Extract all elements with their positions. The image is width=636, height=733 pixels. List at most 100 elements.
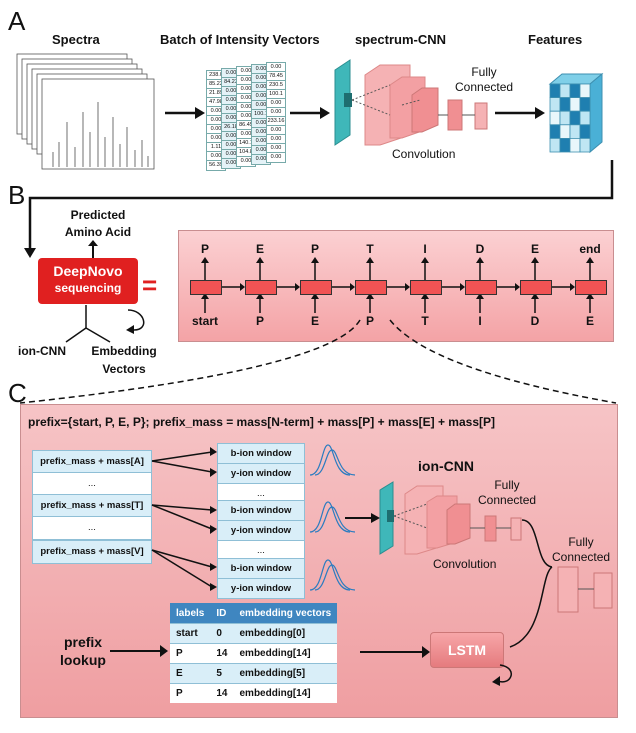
table-cell: embedding[5] bbox=[233, 663, 338, 684]
table-cell: embedding[0] bbox=[233, 623, 338, 644]
input-token: I bbox=[478, 314, 482, 328]
recurrent-arrowhead bbox=[460, 283, 465, 291]
output-arrowhead bbox=[476, 257, 484, 263]
lstm-cell bbox=[410, 280, 442, 295]
lstm-cell bbox=[355, 280, 387, 295]
deepnovo-inputs-graphic bbox=[65, 305, 145, 343]
ion-cnn-label-b: ion-CNN bbox=[18, 344, 66, 358]
table-cell: E bbox=[170, 663, 211, 684]
arrow-icon bbox=[345, 513, 380, 523]
prefix-row: ... bbox=[32, 472, 152, 496]
input-token: T bbox=[421, 314, 429, 328]
input-arrowhead bbox=[201, 293, 209, 299]
panel-a-letter: A bbox=[8, 6, 26, 36]
prefix-row: ... bbox=[32, 516, 152, 540]
lstm-cell bbox=[575, 280, 607, 295]
recurrent-arrowhead bbox=[240, 283, 245, 291]
spectrum-cnn-graphic bbox=[334, 59, 488, 146]
vectors-label: Vectors bbox=[102, 362, 146, 376]
fully-connected-label-c: Fully Connected bbox=[478, 478, 537, 507]
output-token: E bbox=[530, 242, 539, 256]
deepnovo-subtitle: sequencing bbox=[54, 281, 122, 295]
output-token: D bbox=[475, 242, 485, 256]
arrow-icon bbox=[110, 645, 168, 657]
matrix-cell: 0.00 bbox=[266, 152, 286, 163]
table-cell: 5 bbox=[210, 663, 234, 684]
batch-label: Batch of Intensity Vectors bbox=[160, 32, 320, 47]
input-arrowhead bbox=[421, 293, 429, 299]
arrow-icon bbox=[290, 107, 330, 119]
input-token: P bbox=[365, 314, 374, 328]
panel-c-letter: C bbox=[8, 378, 27, 408]
lstm-box: LSTM bbox=[430, 632, 504, 668]
output-arrowhead bbox=[531, 257, 539, 263]
spectrum-cnn-label: spectrum-CNN bbox=[355, 32, 447, 47]
output-token: T bbox=[366, 242, 374, 256]
panel-b-letter: B bbox=[8, 180, 26, 210]
table-cell: embedding[14] bbox=[233, 683, 338, 703]
zoom-connector bbox=[19, 319, 617, 404]
output-arrowhead bbox=[201, 257, 209, 263]
input-token: start bbox=[191, 314, 218, 328]
prefix-row: prefix_mass + mass[V] bbox=[32, 540, 152, 564]
ion-cnn-title-c: ion-CNN bbox=[418, 458, 474, 474]
table-row: E 5 embedding[5] bbox=[170, 663, 338, 684]
prefix-row: prefix_mass + mass[T] bbox=[32, 494, 152, 518]
output-token: P bbox=[310, 242, 319, 256]
features-label: Features bbox=[528, 32, 583, 47]
output-arrowhead bbox=[421, 257, 429, 263]
deepnovo-title: DeepNovo bbox=[53, 263, 123, 279]
input-arrowhead bbox=[531, 293, 539, 299]
output-arrowhead bbox=[366, 257, 374, 263]
embedding-label: Embedding bbox=[91, 344, 157, 358]
output-arrowhead bbox=[586, 257, 594, 263]
predicted-label: Predicted bbox=[70, 208, 126, 222]
input-token: E bbox=[310, 314, 319, 328]
lstm-cell bbox=[520, 280, 552, 295]
prefix-formula: prefix={start, P, E, P}; prefix_mass = m… bbox=[28, 415, 495, 429]
recurrent-arrowhead bbox=[570, 283, 575, 291]
window-arrows-graphic bbox=[151, 444, 356, 591]
deepnovo-box: DeepNovo sequencing bbox=[38, 258, 138, 304]
table-cell: P bbox=[170, 683, 211, 703]
lstm-cell bbox=[300, 280, 332, 295]
input-arrowhead bbox=[366, 293, 374, 299]
up-arrow-icon bbox=[88, 240, 98, 258]
output-token: P bbox=[200, 242, 209, 256]
input-arrowhead bbox=[476, 293, 484, 299]
ion-cnn-graphic bbox=[379, 481, 522, 555]
lookup-label: lookup bbox=[60, 652, 106, 668]
table-row: start 0 embedding[0] bbox=[170, 623, 338, 644]
table-row: P 14 embedding[14] bbox=[170, 643, 338, 664]
spectra-stack-graphic bbox=[16, 53, 155, 170]
input-arrowhead bbox=[256, 293, 264, 299]
lstm-arrows-graphic bbox=[360, 646, 512, 686]
recurrent-arrowhead bbox=[295, 283, 300, 291]
amino-acid-label: Amino Acid bbox=[64, 225, 132, 239]
recurrent-arrowhead bbox=[350, 283, 355, 291]
header-embedding: embedding vectors bbox=[233, 603, 338, 624]
recurrent-arrowhead bbox=[405, 283, 410, 291]
fully-connected-label-c2: Fully Connected bbox=[552, 535, 611, 564]
header-id: ID bbox=[210, 603, 234, 624]
table-cell: 14 bbox=[210, 643, 234, 664]
input-token: P bbox=[255, 314, 264, 328]
arrow-icon bbox=[495, 107, 545, 119]
input-token: D bbox=[530, 314, 540, 328]
lstm-cell bbox=[245, 280, 277, 295]
spectra-label: Spectra bbox=[52, 32, 100, 47]
table-header-row: labels ID embedding vectors bbox=[170, 603, 338, 624]
output-token: E bbox=[255, 242, 264, 256]
convolution-label-a: Convolution bbox=[392, 147, 456, 161]
lstm-cell bbox=[190, 280, 222, 295]
equals-sign: = bbox=[142, 270, 158, 300]
prefix-row: prefix_mass + mass[A] bbox=[32, 450, 152, 474]
arrow-icon bbox=[165, 107, 205, 119]
input-arrowhead bbox=[586, 293, 594, 299]
prefix-label: prefix bbox=[63, 634, 103, 650]
fully-connected-label-a: Fully Connected bbox=[455, 65, 514, 94]
table-cell: embedding[14] bbox=[233, 643, 338, 664]
output-arrowhead bbox=[256, 257, 264, 263]
